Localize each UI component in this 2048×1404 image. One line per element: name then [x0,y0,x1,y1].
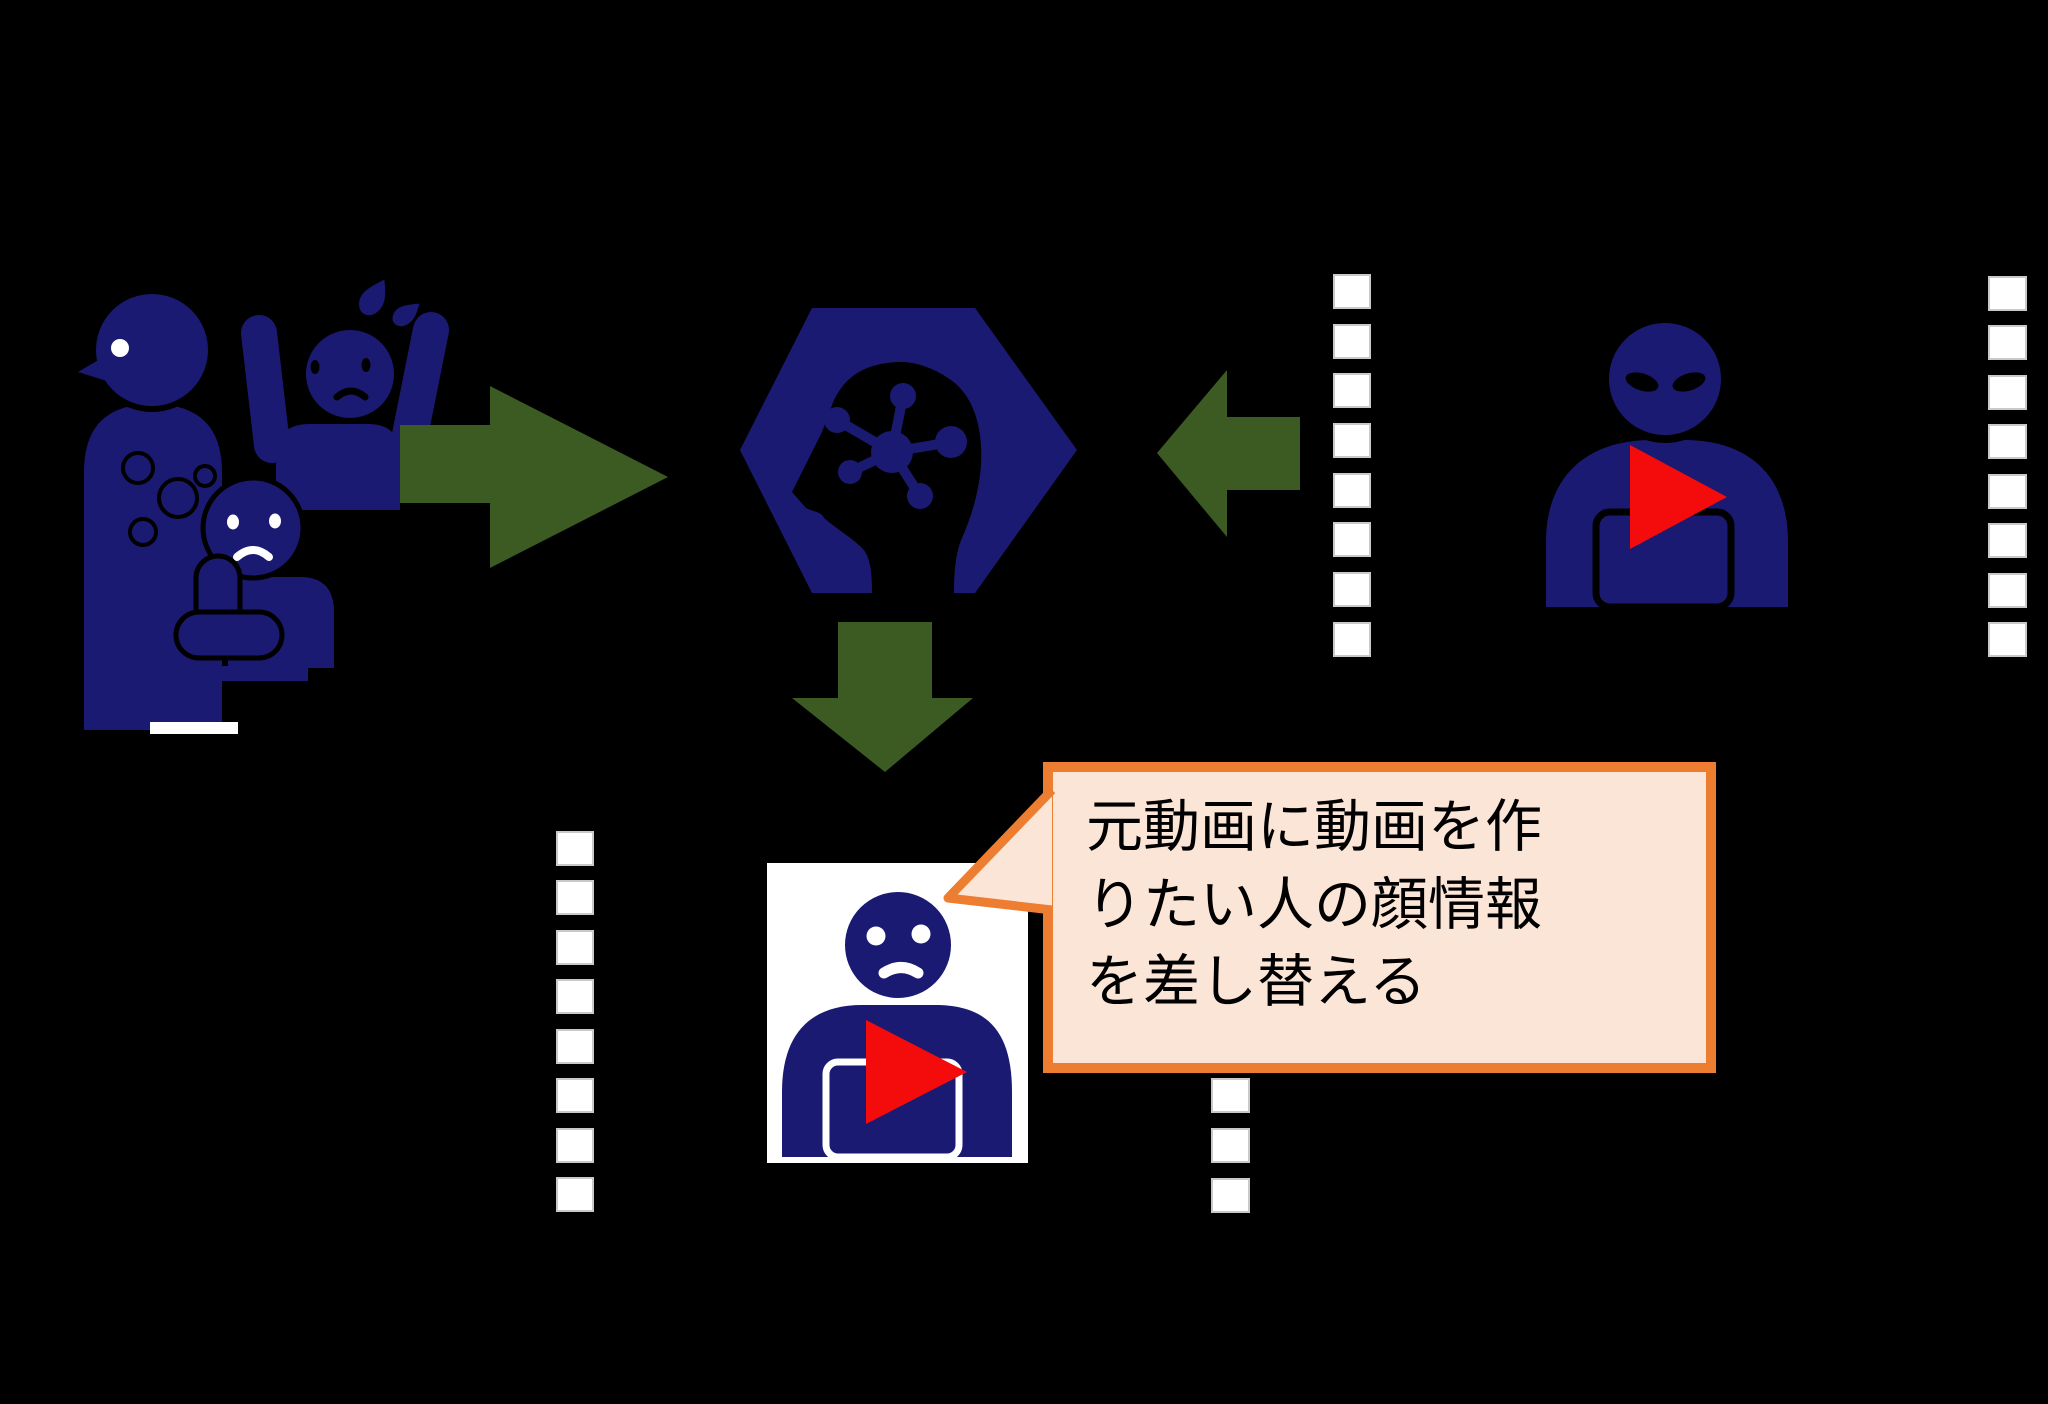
network-node [824,407,850,433]
worried-people-group-icon [78,279,449,734]
person-profile-head [90,288,214,412]
callout-line-1: 元動画に動画を作 [1086,795,1542,859]
person-panic-left-arm [241,315,290,463]
dash-square [1988,424,2027,459]
person-thinking-arm [173,609,285,661]
person-panic-icon [241,279,449,510]
dash-square [556,1029,594,1064]
hacker-at-laptop-icon [1546,315,1788,611]
dash-square [1211,1128,1250,1163]
deepfake-person-right-eye [911,924,931,944]
dashed-divider-right [1988,276,2027,657]
network-node [907,483,933,509]
person-thinking-icon [173,475,334,681]
network-node [890,383,916,409]
dash-square [1988,325,2027,360]
person-thinking-frown [233,546,273,561]
dash-square [1988,622,2027,657]
dash-square [556,1177,594,1212]
play-button-icon [866,1020,967,1124]
dash-square [1333,423,1371,458]
dash-square [1988,573,2027,608]
scarf-swirls [121,451,217,547]
person-thinking-left-eye [227,514,239,530]
arrow-down-icon [792,622,973,772]
dash-square [1211,1178,1250,1213]
person-thinking-head [200,475,306,581]
person-panic-right-eye [361,358,371,372]
dash-square [1333,473,1371,508]
dash-square [1988,375,2027,410]
dash-square [556,1128,594,1163]
deepfake-video-person-icon [767,863,1028,1163]
dashed-divider-bottom-middle [1211,1078,1250,1213]
hacker-head [1601,315,1729,443]
speech-bubble-box [1043,762,1716,1073]
dash-square [556,831,594,866]
dash-square [1988,523,2027,558]
dash-square [556,1078,594,1113]
ai-brain-hexagon-icon [740,308,1077,593]
dash-square [556,930,594,965]
person-panic-frown [333,387,369,401]
dash-square [1333,572,1371,607]
arrow-left-icon [1157,370,1300,537]
neural-network-icon [824,383,967,509]
dash-square [556,979,594,1014]
deepfake-person-head [839,886,957,1004]
deepfake-person-frown [878,962,924,979]
callout-line-3: を差し替える [1086,950,1426,1014]
dash-square [1333,324,1371,359]
dash-square [556,880,594,915]
person-profile-ground-line [150,722,238,734]
network-hub-node [871,431,913,473]
person-thinking-right-eye [269,513,281,529]
dash-square [1211,1078,1250,1113]
person-thinking-base [200,666,308,681]
hacker-angry-left-eye [1625,372,1659,392]
sweat-drop-icon [392,303,420,327]
dash-square [1333,373,1371,408]
network-node [935,426,967,458]
dash-square [1333,274,1371,309]
dashed-divider-bottom-left [556,831,594,1212]
play-button-icon [1630,445,1727,549]
person-profile-beak [78,352,112,382]
person-profile-eye [111,339,129,357]
arrow-right-icon [400,386,668,568]
callout-line-2: りたい人の顔情報 [1086,873,1542,937]
dash-square [1333,622,1371,657]
dash-square [1333,522,1371,557]
dash-square [1988,474,2027,509]
speech-bubble-tail [943,786,1056,915]
deepfake-person-left-eye [866,926,886,946]
sweat-drop-icon [359,279,386,316]
person-panic-face [300,324,400,424]
dash-square [1988,276,2027,311]
person-panic-torso [276,424,400,510]
hacker-angry-right-eye [1672,372,1706,392]
dashed-divider-top-middle [1333,274,1371,657]
person-panic-left-eye [310,360,320,374]
network-node [838,460,862,484]
speech-bubble: 元動画に動画を作 りたい人の顔情報 を差し替える [943,762,1716,1073]
person-profile-icon [78,288,238,734]
